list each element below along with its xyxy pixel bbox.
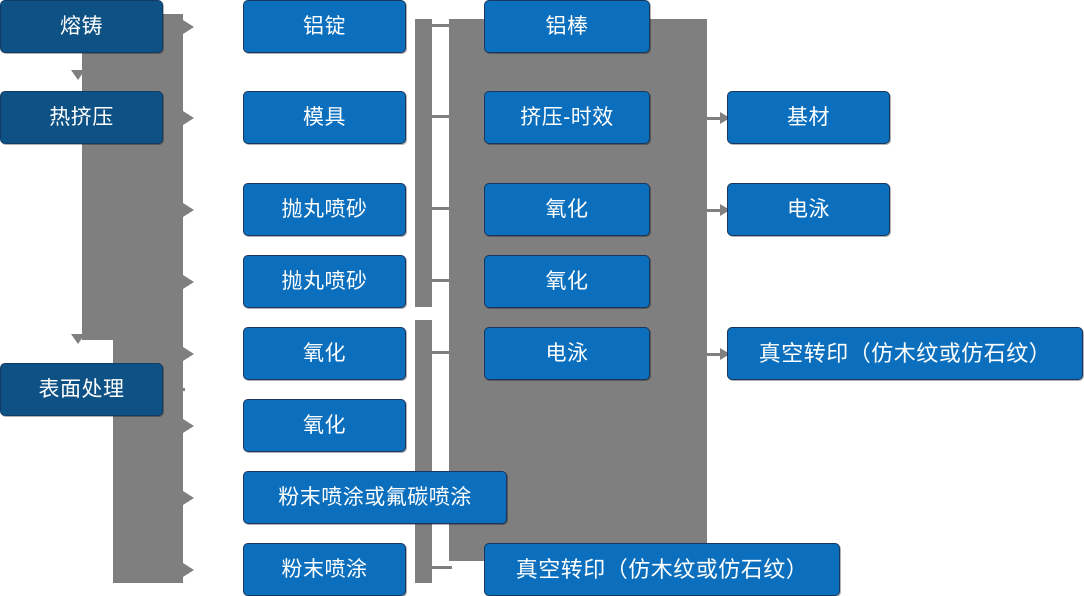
output-box-1[interactable]: 基材 [727, 91, 890, 144]
arrow-head [720, 348, 730, 360]
process-box-5[interactable]: 电泳 [484, 327, 650, 380]
arrow-shaft [707, 209, 721, 212]
arrow-to-out-3 [707, 348, 731, 360]
arrow-to-mat-6 [183, 419, 194, 433]
rung-5 [432, 351, 452, 354]
arrow-to-mat-5 [183, 347, 194, 361]
process-box-1[interactable]: 铝棒 [484, 0, 650, 53]
arrow-to-mat-4 [183, 275, 194, 289]
rung-1 [432, 24, 452, 27]
connector-surface-treatment-stub [163, 388, 185, 391]
material-box-4[interactable]: 抛丸喷砂 [243, 255, 406, 308]
stage-box-2[interactable]: 热挤压 [0, 91, 163, 144]
material-box-6[interactable]: 氧化 [243, 399, 406, 452]
connector-left-arrow-down [71, 70, 85, 80]
rung-2 [432, 115, 452, 118]
connector-left-arrow-down-2 [71, 334, 85, 344]
arrow-to-out-1 [707, 112, 731, 124]
stage-box-1[interactable]: 熔铸 [0, 0, 163, 53]
process-box-4[interactable]: 氧化 [484, 255, 650, 308]
arrow-to-mat-2 [183, 111, 194, 125]
arrow-shaft [707, 117, 721, 120]
arrow-head [720, 204, 730, 216]
arrow-shaft [707, 353, 721, 356]
arrow-to-mat-7 [183, 491, 194, 505]
arrow-head [720, 112, 730, 124]
process-box-3[interactable]: 氧化 [484, 183, 650, 236]
material-box-1[interactable]: 铝锭 [243, 0, 406, 53]
rung-4 [432, 279, 452, 282]
material-box-5[interactable]: 氧化 [243, 327, 406, 380]
output-box-3[interactable]: 真空转印（仿木纹或仿石纹） [727, 327, 1083, 380]
connector-left-trunk-main [82, 14, 183, 340]
material-box-8[interactable]: 粉末喷涂 [243, 543, 406, 596]
process-box-6[interactable]: 真空转印（仿木纹或仿石纹） [484, 543, 840, 596]
output-box-2[interactable]: 电泳 [727, 183, 890, 236]
arrow-to-mat-1 [183, 20, 194, 34]
connector-mid-bar-lower [415, 320, 432, 583]
process-box-2[interactable]: 挤压-时效 [484, 91, 650, 144]
material-box-7[interactable]: 粉末喷涂或氟碳喷涂 [243, 471, 507, 524]
connector-mid-bar-upper [415, 19, 432, 307]
arrow-to-mat-8 [183, 563, 194, 577]
material-box-3[interactable]: 抛丸喷砂 [243, 183, 406, 236]
stage-box-3[interactable]: 表面处理 [0, 363, 163, 416]
rung-3 [432, 207, 452, 210]
rung-6 [432, 566, 452, 569]
material-box-2[interactable]: 模具 [243, 91, 406, 144]
arrow-to-mat-3 [183, 203, 194, 217]
arrow-to-out-2 [707, 204, 731, 216]
